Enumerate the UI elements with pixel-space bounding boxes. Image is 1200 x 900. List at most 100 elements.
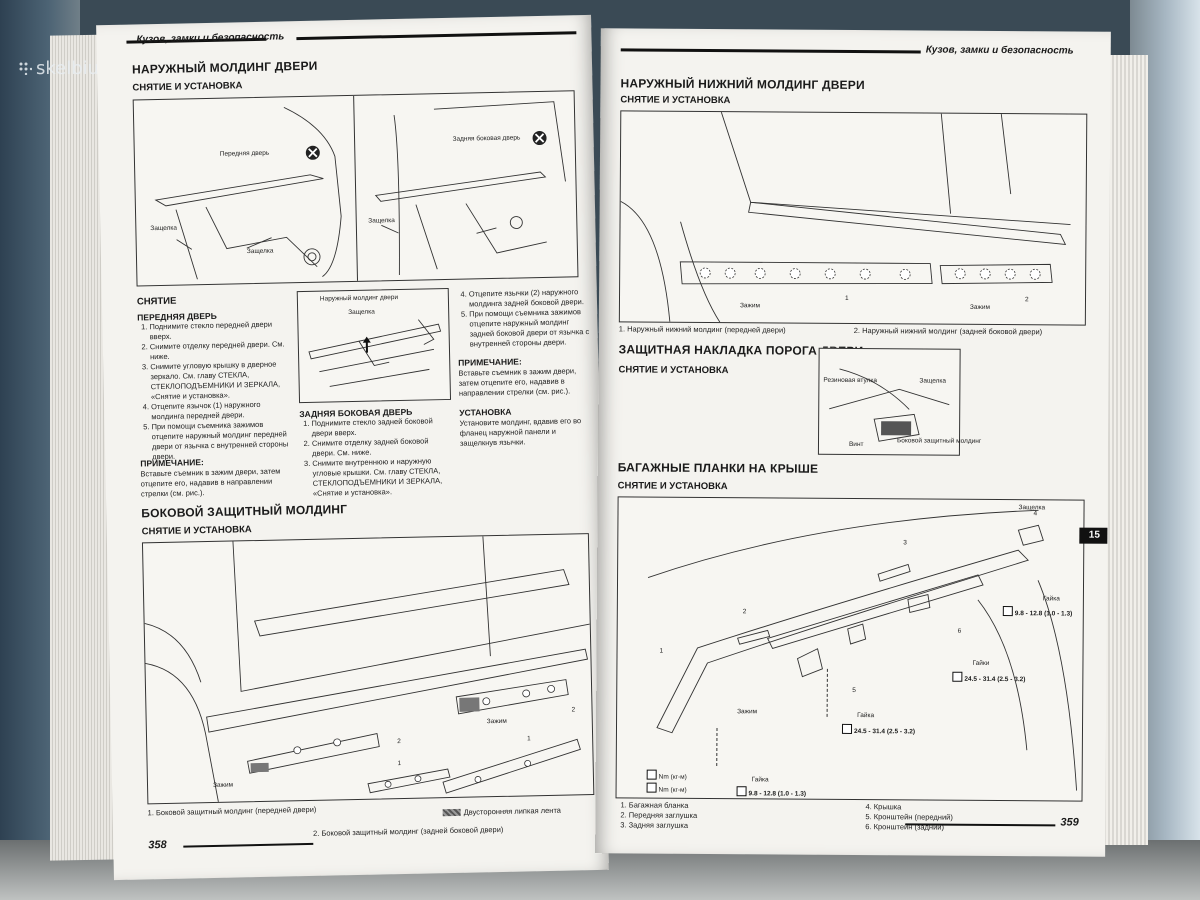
label-number: 4: [1033, 510, 1038, 518]
front-door-steps: Поднимите стекло передней двери вверх. С…: [137, 319, 290, 462]
label-number: 3: [903, 539, 907, 547]
page-header: Кузов, замки и безопасность: [136, 31, 285, 46]
figure-caption: 1. Наружный нижний молдинг (передней две…: [618, 324, 786, 335]
step: При помощи съемника зажимов отцепите нар…: [469, 307, 593, 350]
sill-cover-figure: Резиновая втулка Защелка Винт Боковой за…: [817, 347, 981, 456]
label-number: 1: [397, 760, 402, 768]
left-page: Кузов, замки и безопасность НАРУЖНЫЙ МОЛ…: [96, 14, 609, 881]
torque-spec: 9.8 - 12.8 (1.0 - 1.3): [736, 786, 807, 798]
section-title: НАРУЖНЫЙ МОЛДИНГ ДВЕРИ: [131, 58, 318, 77]
label-clip: Зажим: [486, 717, 507, 726]
label-number: 6: [957, 627, 962, 635]
section-title: НАРУЖНЫЙ НИЖНИЙ МОЛДИНГ ДВЕРИ: [620, 76, 865, 93]
parts-list-item: 4. Крышка: [865, 802, 902, 812]
section-title: БАГАЖНЫЕ ПЛАНКИ НА КРЫШЕ: [617, 460, 819, 476]
page-number: 359: [1060, 816, 1079, 829]
label-latch: Защелка: [246, 247, 274, 256]
footer-rule: [183, 842, 314, 848]
header-rule-right: [296, 31, 577, 41]
step: При помощи съемника зажимов отцепите нар…: [151, 419, 290, 462]
page-header: Кузов, замки и безопасность: [925, 44, 1074, 57]
parts-list-item: 1. Багажная бланка: [620, 800, 689, 810]
note-text: Вставьте съемник в зажим двери, затем от…: [140, 466, 281, 499]
label-number: 1: [527, 735, 531, 743]
label-number: 2: [397, 738, 401, 746]
wrench-icon: [1002, 606, 1013, 617]
torque-spec: 9.8 - 12.8 (1.0 - 1.3): [1002, 606, 1073, 618]
label-nut: Гайка: [751, 776, 769, 784]
label-nuts: Гайки: [972, 659, 990, 667]
clip-removal-figure: Наружный молдинг двери Защелка: [296, 287, 452, 404]
note-text: Вставьте съемник в зажим двери, затем от…: [458, 366, 577, 398]
unit-text: Nm (кг-м): [658, 773, 687, 781]
section-subtitle: СНЯТИЕ И УСТАНОВКА: [620, 94, 731, 107]
dots-grid-icon: [19, 62, 32, 75]
roof-rack-drawing: [647, 509, 1078, 791]
page-number: 358: [148, 838, 167, 852]
label-number: 5: [852, 687, 856, 695]
figure-caption: 1. Боковой защитный молдинг (передней дв…: [147, 804, 317, 818]
step: Отцепите язычки (2) наружного молдинга з…: [469, 287, 592, 310]
torque-value: 24.5 - 31.4 (2.5 - 3.2): [853, 728, 916, 736]
label-number: 2: [571, 706, 576, 714]
label-clip: Зажим: [737, 708, 758, 716]
door-molding-figure: Передняя дверь Задняя боковая дверь Заще…: [132, 90, 579, 287]
removal-title: СНЯТИЕ: [136, 295, 177, 308]
section-subtitle: СНЯТИЕ И УСТАНОВКА: [141, 524, 252, 538]
section-title: БОКОВОЙ ЗАЩИТНЫЙ МОЛДИНГ: [141, 502, 348, 521]
label-latch: Защелка: [1018, 504, 1046, 512]
sill-cover-drawing: [829, 368, 950, 442]
torque-value: 9.8 - 12.8 (1.0 - 1.3): [1014, 610, 1073, 618]
label-cover: Боковой защитный молдинг: [896, 437, 982, 445]
torque-value: 9.8 - 12.8 (1.0 - 1.3): [748, 790, 807, 798]
adhesive-tape-swatch: [442, 808, 461, 817]
wrench-icon: [646, 782, 657, 793]
note-title: ПРИМЕЧАНИЕ:: [140, 457, 204, 469]
step: Снимите угловую крышку в дверное зеркало…: [150, 359, 289, 402]
remove-icon: [532, 131, 547, 146]
torque-spec: 24.5 - 31.4 (2.5 - 3.2): [841, 723, 916, 736]
figure-caption: 2. Наружный нижний молдинг (задней боков…: [853, 326, 1043, 337]
note-title: ПРИМЕЧАНИЕ:: [458, 356, 522, 368]
roof-rack-figure: Защелка Зажим Гайка Гайки Гайка Гайка 1 …: [615, 496, 1085, 802]
parts-list-item: 3. Задняя заглушка: [620, 820, 689, 830]
lower-molding-drawing: [620, 111, 1071, 323]
install-title: УСТАНОВКА: [459, 406, 512, 418]
side-molding-drawing: [144, 536, 590, 802]
lower-molding-figure: Зажим Зажим 1 2: [618, 110, 1088, 326]
label-clip: Зажим: [969, 303, 990, 311]
unit-text: Nm (кг-м): [658, 786, 687, 794]
label-rear-door: Задняя боковая дверь: [452, 134, 521, 143]
label-latch: Защелка: [348, 308, 375, 317]
label-number: 2: [742, 608, 747, 616]
door-molding-drawing: [154, 95, 566, 281]
wrench-icon: [952, 671, 963, 682]
legend: Двусторонняя липкая лента: [442, 805, 562, 817]
right-page: Кузов, замки и безопасность НАРУЖНЫЙ НИЖ…: [595, 28, 1111, 857]
step: Снимите внутреннюю и наружную угловые кр…: [312, 456, 451, 499]
clip-removal-drawing: [308, 319, 442, 387]
chapter-tab: 15: [1079, 527, 1110, 544]
label-clip: Зажим: [212, 781, 234, 789]
label-nut: Гайка: [857, 712, 875, 720]
label-number: 2: [1024, 296, 1029, 304]
label-number: 1: [659, 647, 664, 655]
label-latch: Защелка: [368, 217, 395, 225]
label-screw: Винт: [848, 440, 864, 449]
install-text: Установите молдинг, вдавив его во фланец…: [459, 416, 582, 448]
side-molding-figure: Зажим Зажим 1 2 2 1: [141, 533, 595, 805]
section-subtitle: СНЯТИЕ И УСТАНОВКА: [132, 80, 243, 94]
label-nut: Гайка: [1042, 595, 1060, 603]
figure-caption: 2. Боковой защитный молдинг (задней боко…: [312, 824, 504, 838]
wrench-icon: [646, 769, 657, 780]
label-clip: Зажим: [739, 302, 760, 310]
label-latch: Защелка: [919, 377, 947, 385]
label-rubber-grommet: Резиновая втулка: [823, 376, 877, 385]
legend-text: Двусторонняя липкая лента: [463, 805, 562, 817]
section-subtitle: СНЯТИЕ И УСТАНОВКА: [617, 480, 728, 493]
torque-spec: 24.5 - 31.4 (2.5 - 3.2): [952, 671, 1025, 683]
rear-door-steps: Поднимите стекло задней боковой двери вв…: [299, 416, 451, 499]
rear-door-steps-cont: Отцепите язычки (2) наружного молдинга з…: [457, 287, 593, 350]
parts-list-item: 2. Передняя заглушка: [620, 810, 698, 820]
header-rule: [620, 48, 921, 54]
